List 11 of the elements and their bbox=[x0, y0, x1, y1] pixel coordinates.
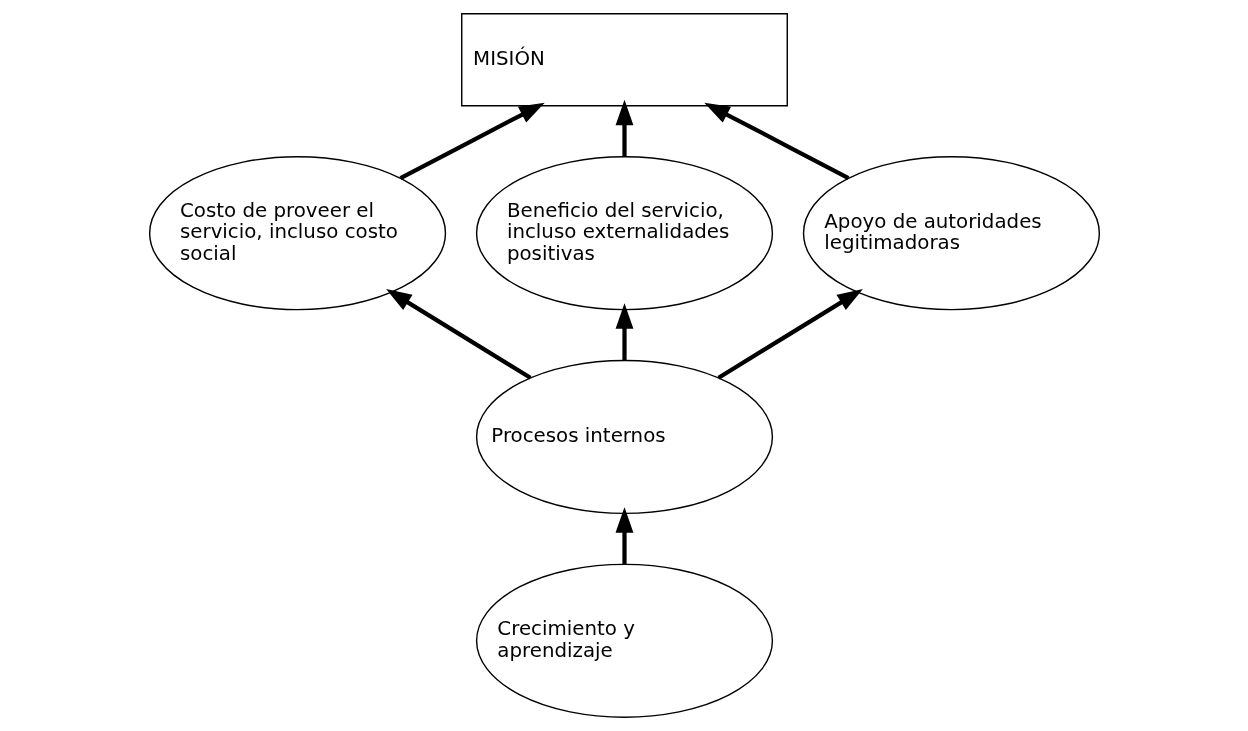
arrow bbox=[615, 99, 633, 157]
arrow bbox=[385, 289, 531, 380]
node-box: MISIÓN bbox=[460, 13, 788, 107]
arrow bbox=[703, 102, 849, 180]
node-ellipse: Procesos internos bbox=[475, 359, 773, 515]
arrow bbox=[615, 303, 633, 361]
arrow bbox=[399, 102, 545, 180]
arrow bbox=[717, 289, 863, 380]
arrow bbox=[615, 507, 633, 564]
node-ellipse: Crecimiento y aprendizaje bbox=[475, 563, 773, 718]
node-ellipse: Beneficio del servicio, incluso externalidades positivas bbox=[475, 156, 773, 311]
